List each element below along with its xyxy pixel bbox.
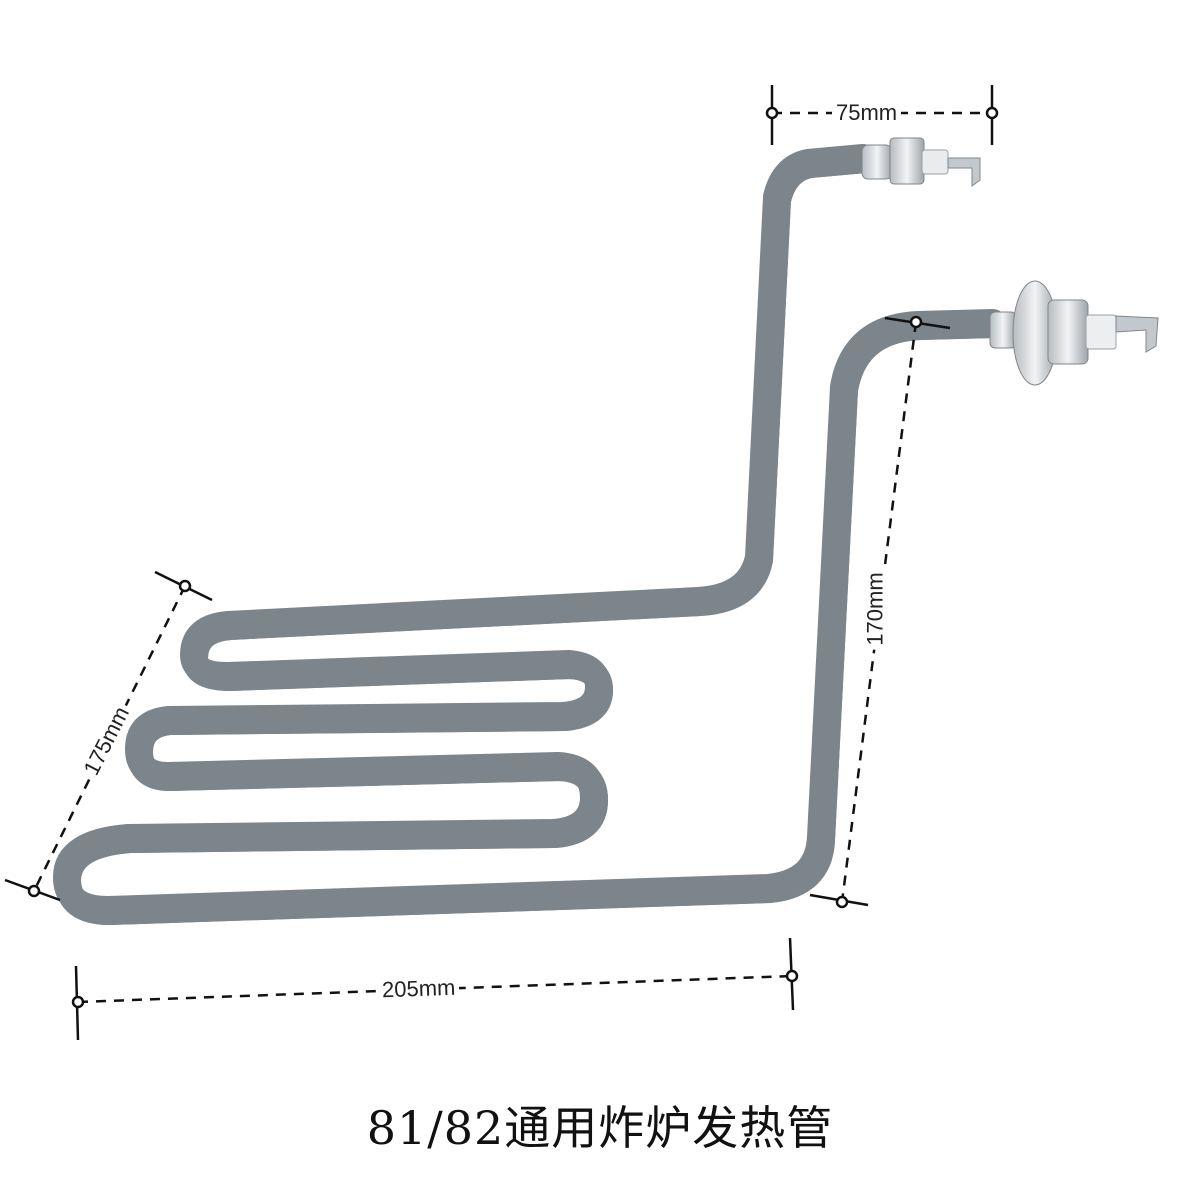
product-caption: 81/82通用炸炉发热管 [366,1101,834,1155]
heating-tube [66,157,1008,925]
lower-terminal-fitting [989,280,1159,386]
dimension-label-base-width: 205mm [377,974,460,1004]
dimension-label-vertical-height: 170mm [862,568,889,650]
top-terminal-fitting [861,137,981,187]
dimension-label-top-width: 75mm [832,100,902,126]
